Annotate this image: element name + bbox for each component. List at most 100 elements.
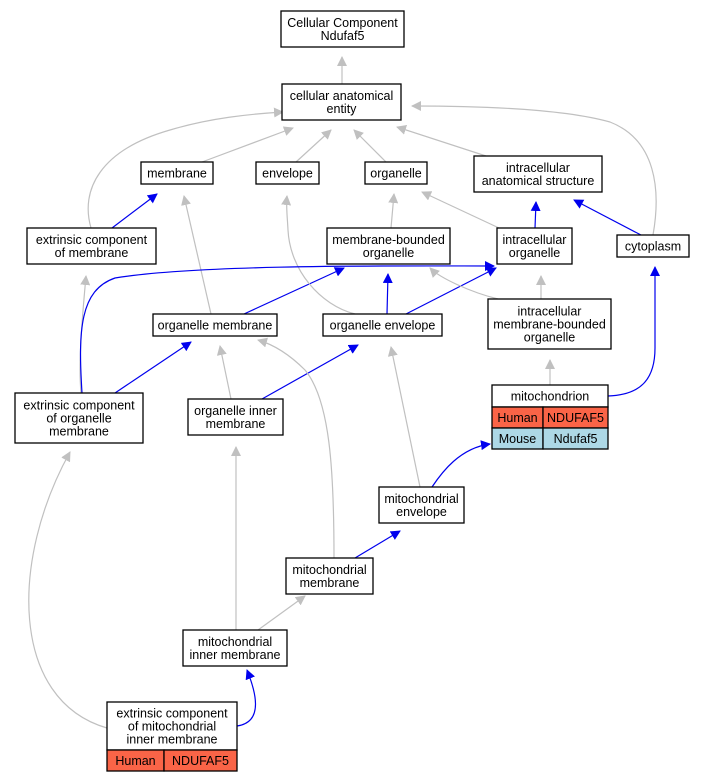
node-label-line: of organelle (46, 412, 111, 426)
node-box (14, 392, 144, 444)
node-label-line: inner membrane (189, 648, 280, 662)
node-cytoplasm[interactable]: cytoplasm (616, 234, 690, 258)
edge-part-of-io-ias (530, 201, 541, 229)
node-label-line: organelle (509, 246, 560, 260)
node-box (26, 227, 157, 265)
edge-part-of-ecm-membrane (111, 193, 158, 229)
node-oe[interactable]: organelle envelope (322, 313, 443, 337)
gene-label: Ndufaf5 (554, 432, 598, 446)
node-label-line: organelle inner (194, 404, 277, 418)
node-label-line: mitochondrial (198, 635, 272, 649)
node-label-line: extrinsic component (36, 233, 148, 247)
node-label-line: mitochondrial (292, 563, 366, 577)
node-box (616, 234, 690, 258)
edges-layer (28, 56, 660, 729)
gene-row-mouse: Mouse Ndufaf5 (491, 427, 609, 450)
node-label-line: of mitochondrial (128, 720, 216, 734)
edge-is-a-om-membrane (181, 195, 212, 315)
edge-is-a-ecm-cae (87, 107, 284, 229)
node-label-line: Ndufaf5 (321, 29, 365, 43)
node-label-line: mitochondrial (384, 492, 458, 506)
edge-is-a-ias-cae (396, 125, 487, 157)
node-label-line: organelle envelope (330, 319, 436, 333)
species-label: Mouse (499, 432, 537, 446)
edge-part-of-oim-oe (261, 344, 359, 400)
node-box (281, 83, 402, 121)
node-box (255, 161, 320, 185)
node-label-line: organelle (524, 331, 575, 345)
edge-is-a-oim-om (216, 345, 232, 400)
node-label-line: membrane-bounded (493, 318, 606, 332)
node-om[interactable]: organelle membrane (152, 313, 278, 337)
node-label-line: organelle (363, 246, 414, 260)
node-label-line: mitochondrion (511, 390, 590, 404)
edge-is-a-ecmim-ecom (28, 451, 108, 729)
edge-is-a-oe-envelope (281, 195, 356, 315)
edge-is-a-imbo-mbo (429, 267, 499, 300)
node-label-line: extrinsic component (23, 399, 135, 413)
node-label-line: organelle (370, 167, 421, 181)
species-label: Human (115, 754, 155, 768)
edge-is-a-io-organelle (421, 191, 500, 229)
gene-cell (163, 749, 238, 772)
edge-is-a-mbo-organelle (388, 193, 399, 229)
node-label-line: membrane (49, 425, 109, 439)
node-box (187, 398, 284, 436)
node-box (280, 10, 405, 48)
node-envelope[interactable]: envelope (255, 161, 320, 185)
node-label-line: inner membrane (126, 733, 217, 747)
node-box (326, 227, 451, 265)
node-label-line: extrinsic component (116, 707, 228, 721)
edge-is-a-me-oe (387, 346, 421, 488)
node-box (473, 155, 603, 193)
node-label-line: intracellular (503, 233, 567, 247)
node-label-line: membrane (147, 167, 207, 181)
node-label-line: cytoplasm (625, 240, 681, 254)
edge-part-of-ecom-io (79, 260, 495, 394)
node-box (140, 161, 214, 185)
edge-is-a-mm-om (257, 337, 335, 559)
edge-is-a-envelope-cae (295, 129, 332, 163)
node-membrane[interactable]: membrane (140, 161, 214, 185)
node-box (322, 313, 443, 337)
edge-is-a-organelle-cae (353, 129, 387, 163)
node-label-line: membrane (300, 576, 360, 590)
gene-cell (542, 427, 609, 450)
node-box (182, 629, 288, 667)
node-organelle[interactable]: organelle (364, 161, 428, 185)
node-label-line: membrane-bounded (332, 233, 445, 247)
node-label-line: cellular anatomical (290, 89, 394, 103)
node-box (285, 557, 374, 595)
edge-part-of-oe-io (405, 267, 497, 315)
edge-part-of-om-mbo (243, 267, 345, 315)
node-label-line: organelle membrane (158, 319, 273, 333)
edge-part-of-cytoplasm-ias (573, 199, 642, 236)
edge-part-of-mm-me (354, 530, 401, 559)
node-label-line: entity (327, 102, 358, 116)
node-box (378, 486, 465, 524)
node-label-line: intracellular (506, 161, 570, 175)
species-label: Human (497, 411, 537, 425)
edge-part-of-me-mito (431, 440, 491, 488)
node-label-line: intracellular (518, 305, 582, 319)
node-label-line: envelope (262, 167, 313, 181)
edge-part-of-oe-mbo (382, 273, 393, 315)
